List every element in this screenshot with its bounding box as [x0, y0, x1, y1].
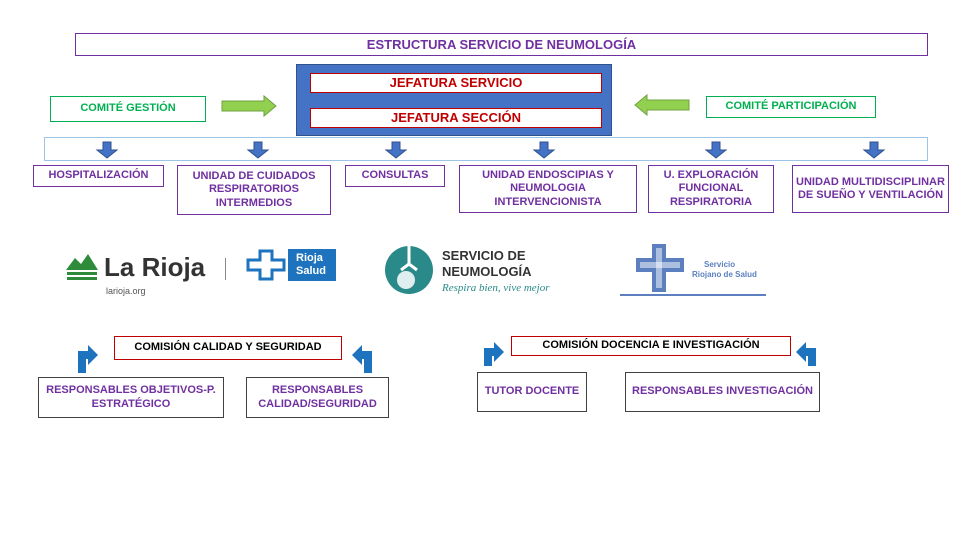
responsables-investigacion: RESPONSABLES INVESTIGACIÓN — [625, 372, 820, 412]
diagram-title: ESTRUCTURA SERVICIO DE NEUMOLOGÍA — [75, 33, 928, 56]
unit-consultas: CONSULTAS — [345, 165, 445, 187]
unit-label: CONSULTAS — [361, 169, 429, 182]
unit-cuidados-respiratorios: UNIDAD DE CUIDADOS RESPIRATORIOS INTERME… — [177, 165, 331, 215]
riojano-line2: Riojano de Salud — [692, 270, 757, 279]
comite-gestion-text: COMITÉ GESTIÓN — [80, 102, 176, 115]
riojano-line1: Servicio — [704, 260, 736, 269]
rioja-salud-line2: Salud — [296, 265, 326, 277]
down-arrow-icon — [95, 141, 119, 159]
riojano-salud-logo: Servicio Riojano de Salud — [620, 244, 770, 300]
rioja-salud-line1: Rioja — [296, 252, 323, 264]
rioja-salud-logo: Rioja Salud — [246, 249, 338, 281]
lungs-logo-icon — [385, 246, 433, 294]
responsables-calidad: RESPONSABLES CALIDAD/SEGURIDAD — [246, 377, 389, 418]
responsables-objetivos-text: RESPONSABLES OBJETIVOS-P. ESTRATÉGICO — [46, 384, 216, 410]
unit-endoscopias: UNIDAD ENDOSCIPIAS Y NEUMOLOGIA INTERVEN… — [459, 165, 637, 213]
comision-calidad-text: COMISIÓN CALIDAD Y SEGURIDAD — [134, 341, 322, 354]
neumologia-tagline: Respira bien, vive mejor — [442, 282, 550, 294]
comision-calidad: COMISIÓN CALIDAD Y SEGURIDAD — [114, 336, 342, 360]
riojano-underline — [620, 294, 766, 296]
neumologia-line2: NEUMOLOGÍA — [442, 264, 532, 279]
neumologia-logo: SERVICIO DE NEUMOLOGÍA Respira bien, viv… — [384, 238, 574, 300]
riojano-cross-icon — [636, 244, 684, 292]
unit-label: U. EXPLORACIÓN FUNCIONAL RESPIRATORIA — [663, 169, 759, 208]
bent-arrow-icon — [78, 345, 98, 373]
tutor-docente: TUTOR DOCENTE — [477, 372, 587, 412]
units-connector-bar — [44, 137, 928, 161]
comite-participacion-text: COMITÉ PARTICIPACIÓN — [725, 100, 857, 113]
diagram-title-text: ESTRUCTURA SERVICIO DE NEUMOLOGÍA — [366, 36, 637, 52]
tutor-docente-text: TUTOR DOCENTE — [484, 385, 580, 398]
jefatura-seccion-text: JEFATURA SECCIÓN — [390, 110, 521, 126]
unit-hospitalizacion: HOSPITALIZACIÓN — [33, 165, 164, 187]
unit-label: UNIDAD ENDOSCIPIAS Y NEUMOLOGIA INTERVEN… — [482, 169, 614, 208]
jefatura-servicio-text: JEFATURA SERVICIO — [389, 75, 523, 91]
comision-docencia: COMISIÓN DOCENCIA E INVESTIGACIÓN — [511, 336, 791, 356]
unit-exploracion-funcional: U. EXPLORACIÓN FUNCIONAL RESPIRATORIA — [648, 165, 774, 213]
jefatura-seccion: JEFATURA SECCIÓN — [310, 108, 602, 128]
unit-label: UNIDAD MULTIDISCIPLINAR DE SUEÑO Y VENTI… — [796, 175, 945, 201]
down-arrow-icon — [862, 141, 886, 159]
rioja-salud-badge: Rioja Salud — [288, 249, 336, 281]
cross-logo-icon — [246, 249, 286, 281]
left-arrow-icon — [634, 93, 690, 117]
comite-gestion: COMITÉ GESTIÓN — [50, 96, 206, 122]
logo-divider — [225, 258, 226, 280]
larioja-logo: La Rioja larioja.org — [66, 248, 226, 300]
down-arrow-icon — [704, 141, 728, 159]
unit-sueno-ventilacion: UNIDAD MULTIDISCIPLINAR DE SUEÑO Y VENTI… — [792, 165, 949, 213]
comite-participacion: COMITÉ PARTICIPACIÓN — [706, 96, 876, 118]
responsables-investigacion-text: RESPONSABLES INVESTIGACIÓN — [632, 385, 813, 398]
bent-arrow-icon — [796, 342, 816, 366]
jefatura-servicio: JEFATURA SERVICIO — [310, 73, 602, 93]
responsables-objetivos: RESPONSABLES OBJETIVOS-P. ESTRATÉGICO — [38, 377, 224, 418]
neumologia-line1: SERVICIO DE — [442, 248, 526, 263]
unit-label: HOSPITALIZACIÓN — [48, 169, 149, 182]
down-arrow-icon — [246, 141, 270, 159]
comision-docencia-text: COMISIÓN DOCENCIA E INVESTIGACIÓN — [542, 339, 760, 352]
down-arrow-icon — [384, 141, 408, 159]
bent-arrow-icon — [352, 345, 372, 373]
bent-arrow-icon — [484, 342, 504, 366]
mountain-logo-icon — [66, 254, 98, 280]
responsables-calidad-text: RESPONSABLES CALIDAD/SEGURIDAD — [258, 384, 377, 410]
larioja-url: larioja.org — [106, 286, 146, 296]
larioja-name: La Rioja — [104, 252, 206, 282]
unit-label: UNIDAD DE CUIDADOS RESPIRATORIOS INTERME… — [192, 170, 316, 209]
right-arrow-icon — [221, 94, 277, 118]
down-arrow-icon — [532, 141, 556, 159]
